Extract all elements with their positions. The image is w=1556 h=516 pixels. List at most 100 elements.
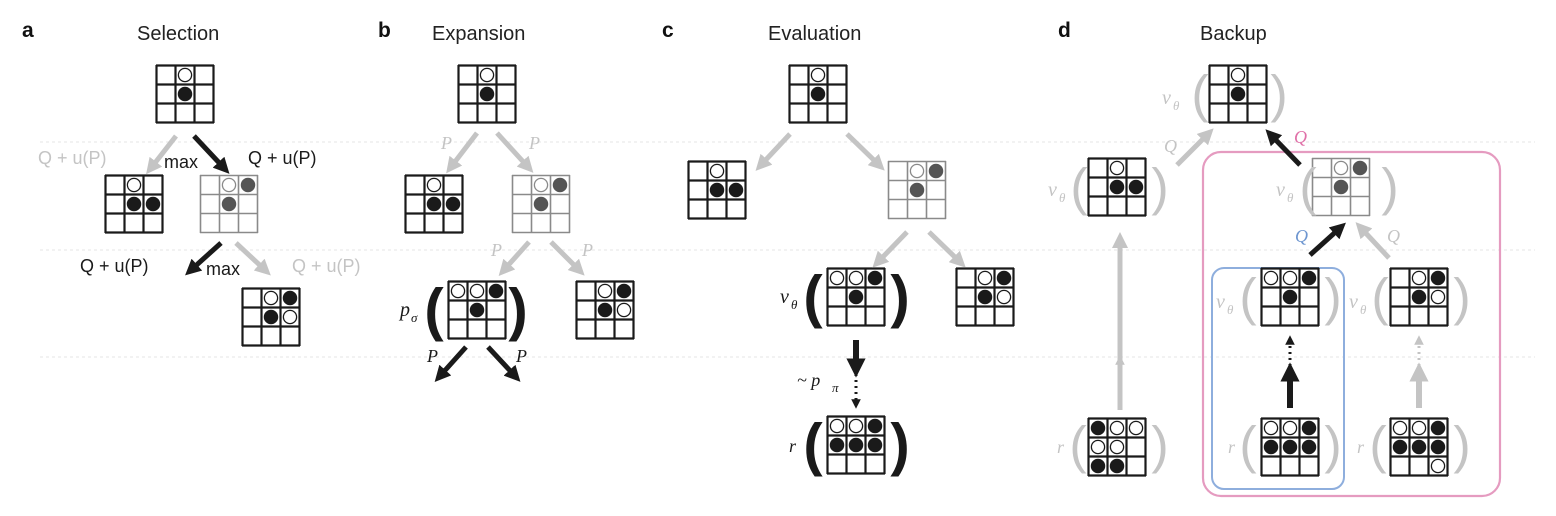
c-right-board (887, 160, 947, 220)
tree-edges (146, 128, 1429, 410)
white-stone (1430, 458, 1446, 474)
white-stone (1109, 439, 1125, 455)
d-r-right-parens: () (1369, 417, 1470, 475)
svg-text:θ: θ (1059, 190, 1066, 205)
svg-text:(: ( (1239, 417, 1257, 475)
b-label-p-5: P (426, 346, 438, 366)
d-right-parens: () (1299, 159, 1398, 217)
d-r-left-parens: () (1069, 417, 1168, 475)
black-stone (848, 289, 864, 305)
svg-text:p: p (398, 299, 410, 321)
a-left-board (104, 174, 164, 234)
svg-text:): ) (890, 265, 909, 330)
svg-text:): ) (508, 278, 527, 343)
svg-text:v: v (1216, 291, 1225, 313)
black-stone (1301, 439, 1317, 455)
svg-text:): ) (1453, 417, 1470, 475)
b-root-board (457, 64, 517, 124)
white-stone (829, 270, 845, 286)
white-stone (533, 177, 549, 193)
c-terminal-board (826, 415, 886, 475)
black-stone (263, 309, 279, 325)
svg-text:): ) (1453, 269, 1470, 327)
svg-text:v: v (1276, 179, 1285, 201)
d-left-r-board (1087, 417, 1147, 477)
c-rollout-label: ~ p (797, 370, 820, 390)
black-stone (552, 177, 568, 193)
black-stone (240, 177, 256, 193)
panel-b-title: Expansion (432, 23, 525, 45)
d-arrow-rv-up (1355, 222, 1391, 260)
white-stone (1411, 270, 1427, 286)
black-stone (867, 270, 883, 286)
black-stone (177, 86, 193, 102)
c-sibling-board (955, 267, 1015, 327)
b-arrow-new-right (549, 240, 585, 276)
b-arrow-expand-right (486, 345, 521, 382)
black-stone (1282, 289, 1298, 305)
a-label-qu-left: Q + u(P) (38, 148, 107, 168)
svg-text:): ) (1270, 66, 1287, 124)
black-stone (867, 437, 883, 453)
c-reward-parens: () (803, 413, 909, 478)
a-label-qu-leaf-right: Q + u(P) (292, 256, 361, 276)
d-label-q-blue: Q (1295, 226, 1308, 246)
svg-text:(: ( (1371, 269, 1389, 327)
black-stone (1301, 420, 1317, 436)
d-left-value-board (1087, 157, 1147, 217)
b-right-board (511, 174, 571, 234)
d-mid-parens: () (1239, 269, 1341, 327)
d-mid-value-board (1260, 267, 1320, 327)
white-stone (1109, 160, 1125, 176)
b-policy-parens: () (424, 278, 527, 343)
d-left-parens: () (1070, 159, 1168, 217)
black-stone (1333, 179, 1349, 195)
white-stone (616, 302, 632, 318)
white-stone (1109, 420, 1125, 436)
black-stone (145, 196, 161, 212)
black-stone (616, 283, 632, 299)
white-stone (1230, 67, 1246, 83)
d-rv-parens: () (1371, 269, 1470, 327)
svg-text:θ: θ (1173, 98, 1180, 113)
white-stone (263, 290, 279, 306)
a-arrow-leaf-left (185, 241, 223, 276)
svg-text:v: v (780, 286, 789, 308)
svg-text:): ) (1151, 159, 1168, 217)
black-stone (469, 302, 485, 318)
black-stone (977, 289, 993, 305)
black-stone (996, 270, 1012, 286)
white-stone (282, 309, 298, 325)
svg-text:): ) (1381, 159, 1398, 217)
svg-text:): ) (1324, 269, 1341, 327)
d-mid-r-board (1260, 417, 1320, 477)
black-stone (1282, 439, 1298, 455)
svg-text:): ) (890, 413, 909, 478)
b-label-p-4: P (581, 240, 593, 260)
c-eval-board (826, 267, 886, 327)
svg-text:(: ( (1070, 159, 1088, 217)
c-arrow-right (845, 132, 885, 171)
white-stone (848, 418, 864, 434)
white-stone (597, 283, 613, 299)
white-stone (426, 177, 442, 193)
b-left-board (404, 174, 464, 234)
svg-text:(: ( (803, 413, 823, 478)
panel-c-title: Evaluation (768, 23, 861, 45)
b-arrow-expand-left (434, 345, 468, 382)
go-board-positions (104, 64, 1449, 477)
a-right-board (199, 174, 259, 234)
black-stone (445, 196, 461, 212)
svg-text:θ: θ (1287, 190, 1294, 205)
black-stone (1392, 439, 1408, 455)
black-stone (426, 196, 442, 212)
b-arrow-new-left (498, 240, 531, 276)
b-arrow-right (495, 131, 534, 173)
svg-text:θ: θ (1227, 302, 1234, 317)
d-arrow-right-up (1265, 129, 1302, 167)
black-stone (709, 182, 725, 198)
black-stone (1263, 439, 1279, 455)
a-label-max-bottom: max (206, 259, 240, 279)
